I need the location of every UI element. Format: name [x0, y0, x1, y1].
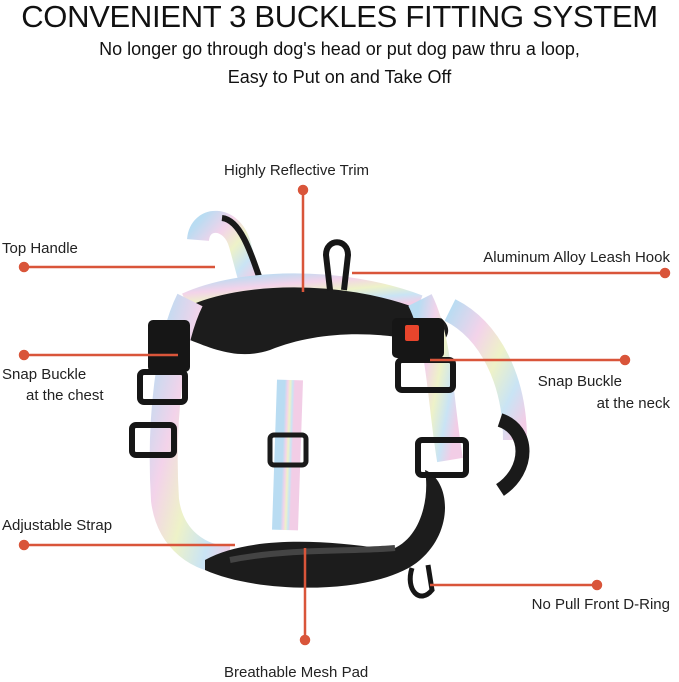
subtitle-line-2: Easy to Put on and Take Off	[227, 67, 452, 87]
back-pad	[180, 281, 449, 355]
leash-hook-icon	[322, 239, 352, 291]
neck-buckle-icon	[392, 318, 469, 478]
label-chest-buckle-2: at the chest	[26, 387, 104, 404]
chest-pad	[205, 470, 445, 588]
label-neck-buckle-2: at the neck	[596, 395, 670, 412]
headline: CONVENIENT 3 BUCKLES FITTING SYSTEM	[21, 0, 658, 34]
label-front-ring: No Pull Front D-Ring	[531, 596, 670, 613]
center-strap	[272, 379, 303, 531]
label-reflective-trim: Highly Reflective Trim	[224, 162, 370, 179]
label-neck-buckle-1: Snap Buckle	[537, 373, 622, 390]
label-top-handle: Top Handle	[2, 240, 78, 257]
label-chest-buckle-1: Snap Buckle	[2, 366, 87, 383]
label-adjustable-strap: Adjustable Strap	[2, 517, 113, 534]
d-ring-icon	[407, 564, 435, 599]
chest-buckle-icon	[129, 320, 190, 458]
label-mesh-pad: Breathable Mesh Pad	[224, 664, 369, 681]
subtitle-line-1: No longer go through dog's head or put d…	[99, 39, 580, 59]
label-leash-hook: Aluminum Alloy Leash Hook	[483, 249, 670, 266]
top-handle	[187, 210, 261, 285]
